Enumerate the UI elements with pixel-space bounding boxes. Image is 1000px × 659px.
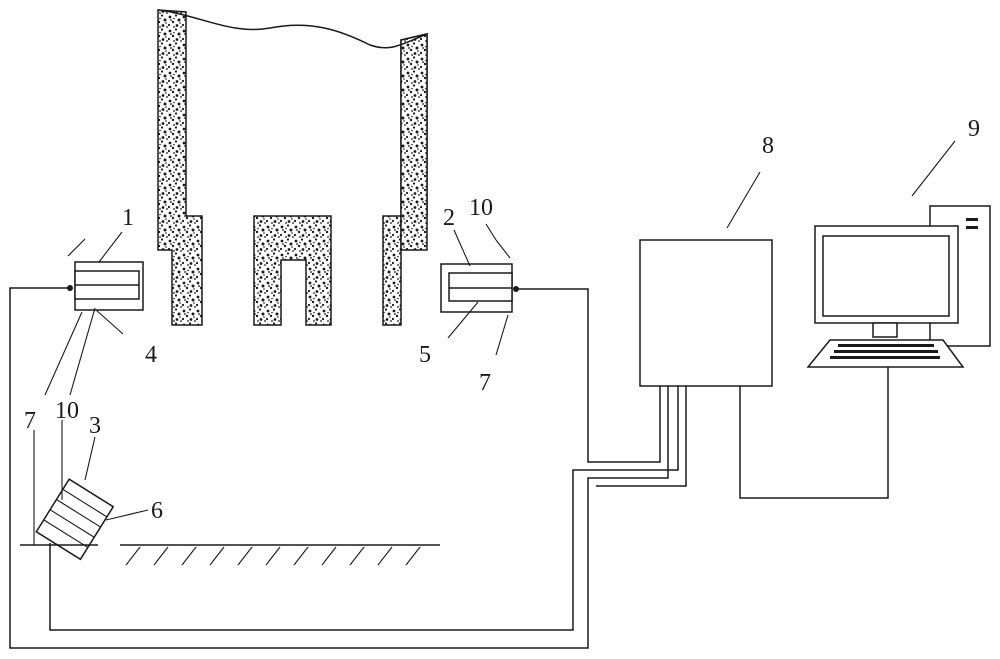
label-10-left-upper: 10 [55, 398, 79, 424]
label-4: 4 [145, 342, 157, 368]
wire-left-sensor [9, 287, 669, 649]
monitor-screen [822, 235, 950, 317]
keyboard-keys [830, 344, 940, 359]
leader-lines [33, 140, 956, 545]
left-sensor-assembly [67, 261, 144, 311]
reference-labels: 1 2 10 4 5 7 7 10 3 6 8 9 [24, 116, 980, 524]
wire-controller-computer [739, 367, 889, 499]
shroud-wavy-top [157, 9, 428, 49]
controller-box-8 [639, 239, 773, 387]
tilted-sensor-assembly [35, 478, 115, 561]
monitor-neck [872, 322, 898, 338]
floor-hatching [125, 546, 421, 566]
label-2: 2 [443, 205, 455, 231]
right-sensor-assembly [440, 263, 519, 313]
center-stopper-block [253, 215, 332, 326]
label-3: 3 [89, 413, 101, 439]
label-6: 6 [151, 498, 163, 524]
label-7-right: 7 [479, 370, 491, 396]
label-10-right: 10 [469, 195, 493, 221]
right-shroud-wall-upper [400, 33, 428, 251]
pc-tower-slot-1 [966, 218, 978, 221]
label-9: 9 [968, 116, 980, 142]
wire-controller-extra [596, 386, 687, 487]
sensor-housing-3 [35, 478, 115, 561]
wire-tilted-sensor [49, 386, 679, 631]
left-shroud-wall [157, 9, 203, 326]
wire-right-sensor [516, 288, 661, 463]
refractory-shroud [157, 9, 428, 326]
pc-tower-slot-2 [966, 226, 978, 229]
wiring [9, 287, 889, 649]
label-8: 8 [762, 133, 774, 159]
floor-surface [20, 544, 440, 566]
label-5: 5 [419, 342, 431, 368]
computer-9 [806, 205, 991, 368]
label-1: 1 [122, 205, 134, 231]
label-7-left: 7 [24, 408, 36, 434]
sensor-element-5 [448, 272, 513, 302]
